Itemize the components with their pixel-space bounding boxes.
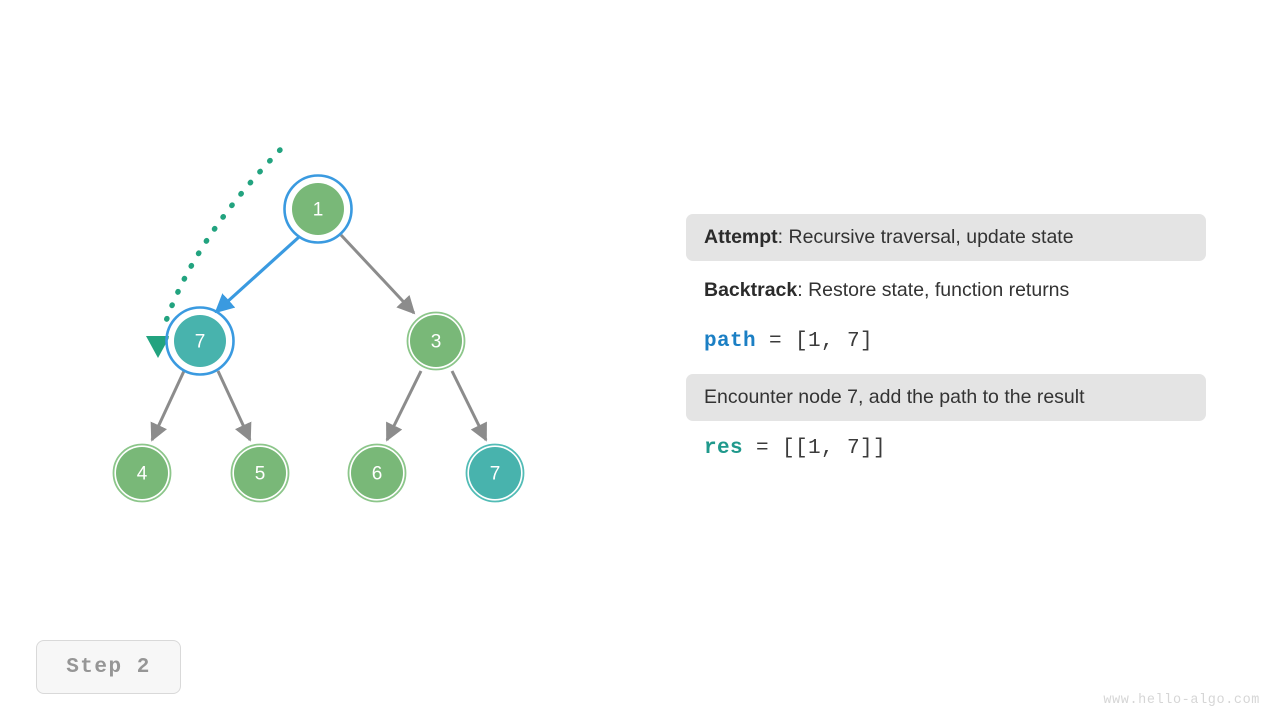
node-label: 7 — [490, 464, 501, 485]
attempt-rest: : Recursive traversal, update state — [777, 226, 1074, 248]
res-expression: = [[1, 7]] — [743, 437, 887, 460]
tree-node-3[interactable]: 3 — [406, 311, 466, 371]
watermark: www.hello-algo.com — [1103, 693, 1260, 708]
step-badge: Step 2 — [36, 640, 181, 694]
node-label: 1 — [313, 200, 324, 221]
path-row: path = [1, 7] — [686, 320, 1206, 365]
backtrack-row: Backtrack: Restore state, function retur… — [686, 267, 1206, 314]
edge-3-to-7 — [450, 370, 488, 442]
tree-node-1[interactable]: 1 — [283, 174, 353, 244]
tree-node-5[interactable]: 5 — [230, 443, 290, 503]
encounter-text: Encounter node 7, add the path to the re… — [704, 386, 1085, 408]
tree-node-7-right[interactable]: 7 — [465, 443, 525, 503]
encounter-row: Encounter node 7, add the path to the re… — [686, 374, 1206, 421]
res-row: res = [[1, 7]] — [686, 427, 1206, 472]
spacer — [686, 365, 1206, 374]
edge-7-to-5 — [216, 370, 252, 442]
binary-tree-diagram: 1 7 3 4 5 6 — [112, 147, 525, 503]
tree-node-4[interactable]: 4 — [112, 443, 172, 503]
path-variable: path — [704, 330, 757, 353]
node-label: 4 — [137, 464, 148, 485]
tree-edges — [150, 233, 488, 442]
backtrack-rest: : Restore state, function returns — [797, 279, 1070, 301]
edge-1-to-3 — [339, 233, 416, 315]
tree-node-6[interactable]: 6 — [347, 443, 407, 503]
attempt-row: Attempt: Recursive traversal, update sta… — [686, 214, 1206, 261]
res-variable: res — [704, 437, 744, 460]
return-path-marker — [146, 147, 283, 358]
edge-7-to-4 — [150, 370, 186, 442]
edge-1-to-7 — [214, 235, 301, 314]
node-label: 5 — [255, 464, 266, 485]
edge-3-to-6 — [385, 370, 423, 442]
explanation-panel: Attempt: Recursive traversal, update sta… — [686, 214, 1206, 472]
tree-node-7-left[interactable]: 7 — [165, 306, 235, 376]
path-expression: = [1, 7] — [756, 330, 874, 353]
attempt-lead: Attempt — [704, 226, 778, 248]
node-label: 7 — [195, 332, 206, 353]
step-badge-label: Step 2 — [66, 655, 151, 679]
node-label: 6 — [372, 464, 383, 485]
backtrack-lead: Backtrack — [704, 279, 798, 301]
watermark-text: www.hello-algo.com — [1103, 693, 1260, 708]
node-label: 3 — [431, 332, 442, 353]
